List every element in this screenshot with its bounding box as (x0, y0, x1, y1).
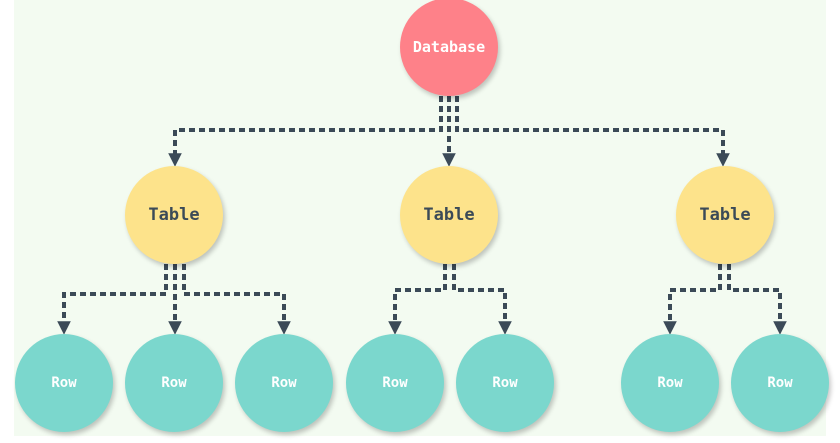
row-label: Row (492, 375, 518, 391)
table-node-3[interactable]: Table (676, 166, 774, 264)
table-label: Table (699, 205, 751, 225)
row-node-5[interactable]: Row (456, 334, 554, 432)
edge-table-3-to-row-6 (663, 264, 722, 335)
table-node-1[interactable]: Table (125, 166, 223, 264)
edge-table-3-to-row-7 (727, 264, 787, 335)
edge-table-2-to-row-4 (388, 264, 447, 335)
edge-database-to-table-1 (168, 96, 443, 167)
row-node-4[interactable]: Row (346, 334, 444, 432)
row-label: Row (161, 375, 187, 391)
row-node-7[interactable]: Row (731, 334, 829, 432)
edge-database-to-table-3 (455, 96, 730, 167)
row-node-6[interactable]: Row (621, 334, 719, 432)
row-node-1[interactable]: Row (15, 334, 113, 432)
table-label: Table (423, 205, 475, 225)
edge-table-1-to-row-3 (182, 264, 291, 335)
row-label: Row (767, 375, 793, 391)
edge-table-1-to-row-1 (57, 264, 168, 335)
edge-table-2-to-row-5 (452, 264, 512, 335)
row-node-3[interactable]: Row (235, 334, 333, 432)
table-node-2[interactable]: Table (400, 166, 498, 264)
row-label: Row (271, 375, 297, 391)
database-label: Database (412, 38, 486, 56)
table-label: Table (148, 205, 200, 225)
row-label: Row (51, 375, 77, 391)
row-label: Row (657, 375, 683, 391)
row-node-2[interactable]: Row (125, 334, 223, 432)
row-label: Row (382, 375, 408, 391)
database-node[interactable]: Database (400, 0, 498, 96)
